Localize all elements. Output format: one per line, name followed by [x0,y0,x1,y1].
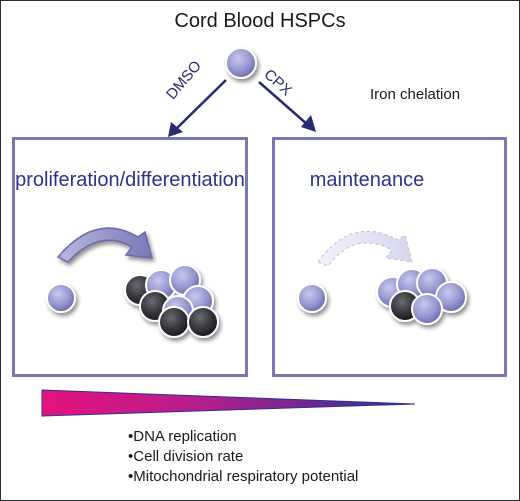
list-item: DNA replication [128,427,358,447]
left-single-cell [46,283,76,313]
right-single-cell [297,283,327,313]
panel-maintenance [272,137,507,377]
differentiation-arrow [56,227,154,263]
panel-proliferation [12,137,248,377]
list-item: Cell division rate [128,447,358,467]
list-item: Mitochondrial respiratory potential [128,467,358,487]
effect-list: DNA replication Cell division rate Mitoc… [128,427,358,487]
branch-arrow-right [258,81,316,132]
panel-proliferation-label: proliferation/differentiation [15,169,245,191]
maintenance-arrow [317,230,413,267]
side-note: Iron chelation [370,86,461,103]
left-cell-cluster [124,264,219,338]
diagram-title: Cord Blood HSPCs [174,10,346,32]
source-cell [225,47,257,79]
right-cell-cluster [376,267,467,325]
branch-arrow-left [168,79,227,137]
gradient-wedge [41,389,416,417]
panel-maintenance-label: maintenance [309,169,425,191]
